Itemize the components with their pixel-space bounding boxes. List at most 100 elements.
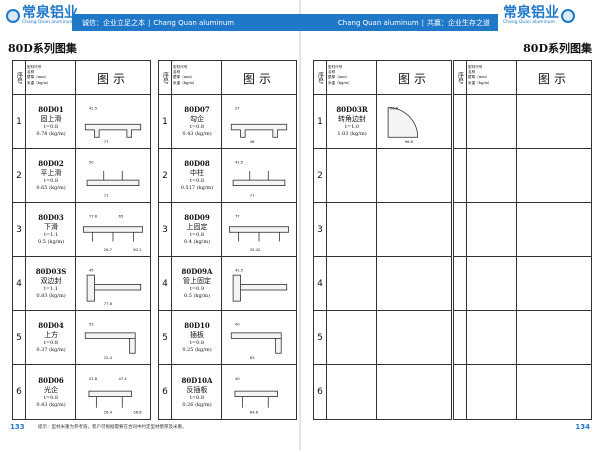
profile-outline: [387, 107, 419, 138]
row-seq: 6: [13, 365, 26, 419]
band-english: Chang Quan aluminum: [153, 18, 235, 27]
profile-drawing: [376, 365, 451, 419]
profile-drawing: [516, 203, 591, 256]
profile-info: [468, 311, 516, 364]
header-attr: 米重（kg/m）: [328, 80, 352, 85]
slogan: 共赢：企业生存之道: [427, 18, 490, 27]
profile-drawing: [516, 365, 591, 419]
row-seq: [454, 149, 467, 202]
header-attr: 名称: [27, 70, 35, 75]
table-row: [454, 149, 591, 203]
row-seq: [454, 365, 467, 419]
profile-thickness: t=0.8: [189, 124, 205, 130]
dimension-label: 47.4: [119, 377, 128, 381]
table-row: 4: [314, 257, 451, 311]
profile-weight: 0.78 (kg/m): [36, 131, 66, 137]
profile-thickness: t=0.8: [189, 232, 205, 238]
page-number-left: 133: [10, 423, 25, 431]
page-title-left: 80D系列图集: [8, 42, 77, 55]
profile-weight: 0.25 (kg/m): [182, 347, 212, 353]
dimension-label: 40: [235, 377, 240, 381]
profile-weight: 0.4 (kg/m): [183, 239, 211, 245]
row-seq: 2: [13, 149, 26, 202]
table-header: 序号型材代号名称壁厚（mm）米重（kg/m）图示: [454, 61, 591, 95]
profile-weight: 0.26 (kg/m): [182, 401, 212, 408]
row-seq: 6: [159, 365, 172, 419]
profile-thickness: t=1.0: [344, 124, 360, 130]
profile-thickness: t=0.9: [189, 286, 205, 292]
profile-code: 80D10: [184, 321, 210, 330]
profile-name: 平上滑: [40, 169, 62, 177]
row-seq: 2: [159, 149, 172, 202]
profile-table-4: 序号型材代号名称壁厚（mm）米重（kg/m）图示: [453, 60, 592, 420]
row-seq: 5: [159, 311, 172, 364]
profile-outline: [230, 123, 288, 138]
dimension-label: 96.6: [390, 106, 399, 110]
profile-thickness: t=1.1: [43, 232, 59, 238]
profile-diagram: 41.577: [232, 160, 286, 198]
profile-outline: [84, 332, 136, 354]
profile-code: 80D01: [38, 105, 64, 114]
profile-drawing: [376, 311, 451, 364]
row-seq: 1: [159, 95, 172, 148]
profile-name: 反插板: [186, 385, 208, 394]
table-row: [454, 257, 591, 311]
header-attr: 米重（kg/m）: [468, 80, 492, 85]
header-attr: 型材代号: [173, 65, 188, 69]
profile-info: [468, 257, 516, 310]
table-row: [454, 203, 591, 257]
dimension-label: 77: [235, 214, 240, 218]
profile-drawing: [516, 311, 591, 364]
row-seq: 1: [314, 95, 327, 148]
table-row: [454, 365, 591, 419]
row-seq: [454, 203, 467, 256]
header-attr: 名称: [328, 70, 336, 75]
profile-diagram: 96.696.6: [387, 106, 419, 144]
table-row: [454, 311, 591, 365]
profile-drawing: [376, 203, 451, 256]
profile-outline: [230, 332, 282, 354]
profile-outline: [86, 170, 140, 187]
profile-thickness: t=0.8: [43, 340, 59, 346]
table-row: [454, 95, 591, 149]
profile-name: 中柱: [190, 169, 204, 177]
dimension-label: 77: [104, 140, 109, 144]
profile-name: 双边封: [40, 277, 62, 285]
profile-code: 80D03: [38, 213, 64, 222]
page-title-right: 80D系列图集: [523, 42, 592, 55]
profile-code: 80D03S: [35, 267, 67, 276]
profile-diagram: 22.826.447.456.8: [88, 377, 142, 414]
row-seq: 4: [159, 257, 172, 310]
profile-weight: 0.43 (kg/m): [182, 131, 212, 137]
row-seq: [454, 311, 467, 364]
profile-outline: [84, 123, 142, 138]
profile-outline: [86, 274, 142, 302]
profile-diagram: 41.5: [232, 268, 288, 302]
dimension-label: 40: [235, 322, 240, 326]
dimension-label: 41.5: [235, 268, 244, 272]
header-attr: 壁厚（mm）: [173, 75, 195, 80]
brand-name-en: Chang Quan aluminum: [503, 20, 555, 25]
row-seq: 1: [13, 95, 26, 148]
dimension-label: 77.6: [104, 302, 113, 306]
header-attr: 型材代号: [468, 65, 483, 69]
dimension-label: 77: [104, 194, 109, 198]
table-row: 3: [314, 203, 451, 257]
header-attr: 型材代号: [27, 65, 42, 69]
brand-mark-icon: [6, 8, 20, 23]
brand-mark-icon: [561, 8, 575, 23]
